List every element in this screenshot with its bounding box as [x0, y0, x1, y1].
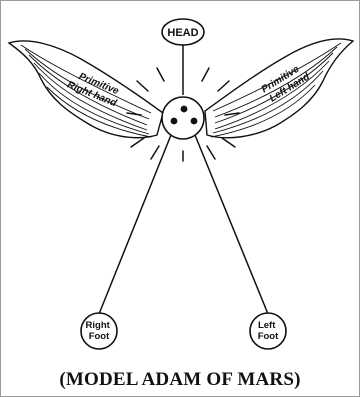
right-foot-node: Right Foot — [81, 313, 117, 349]
left-leg-line — [195, 135, 268, 314]
left-foot-label-line1: Left — [258, 320, 276, 331]
right-foot-label-line1: Right — [86, 320, 111, 331]
figure-caption: (MODEL ADAM OF MARS) — [1, 369, 359, 391]
right-foot-label-line2: Foot — [89, 331, 110, 342]
right-leg-line — [99, 135, 171, 314]
left-foot-label-line2: Foot — [258, 331, 279, 342]
svg-text:Left Foot: Left Foot — [258, 320, 279, 342]
adam-model-diagram: HEAD Primitive Right hand Primitive Left… — [1, 1, 359, 371]
head-label: HEAD — [167, 27, 198, 39]
svg-text:Right Foot: Right Foot — [86, 320, 113, 342]
left-foot-node: Left Foot — [250, 313, 286, 349]
head-node: HEAD — [162, 19, 204, 45]
body-core — [162, 97, 204, 139]
